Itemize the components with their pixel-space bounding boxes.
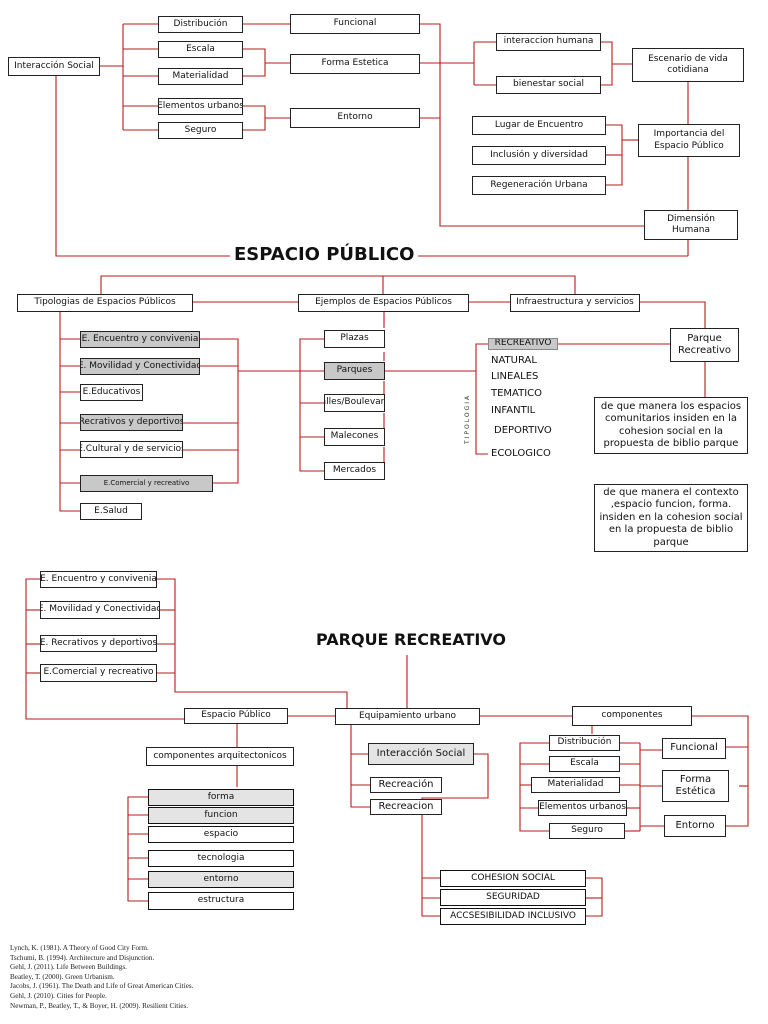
- tipo-lineales: LINEALES: [491, 371, 539, 382]
- ejemplo-plazas: Plazas: [324, 330, 385, 348]
- left-comercial: E.Comercial y recreativo: [40, 664, 157, 682]
- outcome-seguridad: SEGURIDAD: [440, 889, 586, 906]
- left-recrativos: E. Recrativos y deportivos: [40, 635, 157, 652]
- left-encuentro: E. Encuentro y convivenia: [40, 571, 157, 588]
- reference: Gehl, J. (2010). Cities for People.: [10, 991, 107, 1000]
- componentes-arquitectonicos: componentes arquitectonicos: [146, 747, 294, 766]
- tipo-ecologico: ECOLOGICO: [491, 448, 551, 459]
- arq-espacio: espacio: [148, 826, 294, 843]
- escenario-vida-cotidiana: Escenario de vida cotidiana: [632, 48, 744, 82]
- tipologia-salud: E.Salud: [80, 503, 142, 520]
- comp-distribucion: Distribución: [549, 735, 620, 751]
- quality-entorno: Entorno: [290, 108, 420, 128]
- tipologia-comercial: E.Comercial y recreativo: [80, 475, 213, 492]
- references: Lynch, K. (1981). A Theory of Good City …: [10, 944, 194, 1011]
- question-1: de que manera los espacios comunitarios …: [594, 397, 748, 454]
- comp-seguro: Seguro: [549, 823, 625, 839]
- left-movilidad: E. Movilidad y Conectividad: [40, 601, 160, 619]
- interaccion-social-bottom: Interacción Social: [368, 743, 474, 765]
- ejemplo-parques: Parques: [324, 362, 385, 380]
- parque-recreativo-box: Parque Recreativo: [670, 328, 739, 362]
- comp-entorno: Entorno: [664, 815, 726, 837]
- factor-seguro: Seguro: [158, 122, 243, 139]
- factor-distribucion: Distribución: [158, 16, 243, 33]
- interaccion-social-box: Interacción Social: [8, 57, 100, 76]
- comp-forma-estetica: Forma Estética: [662, 770, 729, 802]
- tipo-tematico: TEMATICO: [491, 388, 543, 399]
- tipologia-movilidad: E. Movilidad y Conectividad: [80, 358, 200, 375]
- comp-elementos-urbanos: Elementos urbanos: [538, 800, 627, 816]
- place-regeneracion-urbana: Regeneración Urbana: [472, 176, 606, 195]
- componentes-box: componentes: [572, 706, 692, 726]
- place-lugar-encuentro: Lugar de Encuentro: [472, 116, 606, 135]
- espacio-publico-box: Espacio Público: [184, 708, 288, 724]
- factor-elementos-urbanos: Elementos urbanos: [158, 98, 243, 115]
- arq-tecnologia: tecnologia: [148, 850, 294, 867]
- importancia-espacio-publico: Importancia del Espacio Público: [638, 124, 740, 157]
- tipo-deportivo: DEPORTIVO: [494, 425, 552, 436]
- equipamiento-urbano-box: Equipamiento urbano: [335, 708, 480, 725]
- comp-funcional: Funcional: [662, 738, 726, 759]
- tipologia-cultural: E.Cultural y de servicios: [80, 441, 183, 458]
- espacio-publico-title: ESPACIO PÚBLICO: [230, 246, 419, 264]
- outcome-cohesion-social: COHESION SOCIAL: [440, 870, 586, 887]
- header-ejemplos: Ejemplos de Espacios Públicos: [298, 294, 469, 312]
- reference: Lynch, K. (1981). A Theory of Good City …: [10, 944, 149, 952]
- header-infraestructura: Infraestructura y servicios: [510, 294, 640, 312]
- arq-estructura: estructura: [148, 892, 294, 910]
- comp-escala: Escala: [549, 756, 620, 772]
- reference: Newman, P., Beatley, T., & Boyer, H. (20…: [10, 1001, 189, 1010]
- question-2: de que manera el contexto ,espacio funci…: [594, 484, 748, 552]
- bienestar-social: bienestar social: [496, 76, 601, 94]
- tipologia-recreativos: Recrativos y deportivos: [80, 414, 183, 431]
- header-tipologias: Tipologias de Espacios Públicos: [17, 294, 193, 312]
- tipologia-educativos: E.Educativos: [80, 384, 143, 401]
- tipo-infantil: INFANTIL: [491, 405, 536, 416]
- parque-recreativo-title: PARQUE RECREATIVO: [316, 630, 507, 649]
- tipo-recreativo: RECREATIVO: [488, 338, 558, 350]
- ejemplo-calles: Calles/Boulevards: [324, 394, 385, 412]
- dimension-humana: Dimensión Humana: [644, 210, 738, 240]
- tipo-natural: NATURAL: [491, 355, 537, 366]
- quality-forma-estetica: Forma Estetica: [290, 54, 420, 74]
- arq-funcion: funcion: [148, 807, 294, 824]
- arq-forma: forma: [148, 789, 294, 806]
- quality-funcional: Funcional: [290, 14, 420, 34]
- reference: Gehl, J. (2011). Life Between Buildings.: [10, 963, 127, 972]
- recreacion-2: Recreacion: [370, 799, 442, 815]
- place-inclusion-diversidad: Inclusión y diversidad: [472, 146, 606, 165]
- arq-entorno: entorno: [148, 871, 294, 888]
- tipologia-encuentro: E. Encuentro y convivenia: [80, 331, 200, 348]
- reference: Jacobs, J. (1961). The Death and Life of…: [10, 982, 194, 991]
- ejemplo-mercados: Mercados: [324, 462, 385, 480]
- recreacion-1: Recreación: [370, 777, 442, 793]
- interaccion-humana: interaccion humana: [496, 33, 601, 51]
- reference: Beatley, T. (2000). Green Urbanism.: [10, 972, 115, 981]
- outcome-accesibilidad: ACCSESIBILIDAD INCLUSIVO: [440, 908, 586, 925]
- factor-escala: Escala: [158, 41, 243, 58]
- tipologia-vertical-label: TIPOLOGIA: [464, 393, 471, 444]
- comp-materialidad: Materialidad: [531, 777, 620, 793]
- reference: Tschumi, B. (1994). Architecture and Dis…: [10, 953, 155, 962]
- ejemplo-malecones: Malecones: [324, 428, 385, 446]
- factor-materialidad: Materialidad: [158, 68, 243, 85]
